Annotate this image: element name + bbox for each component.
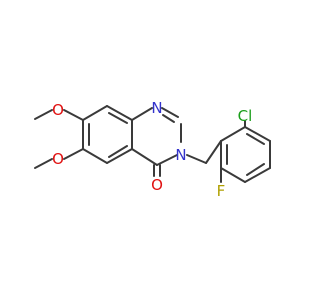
bond	[246, 163, 265, 176]
bond	[220, 167, 246, 183]
bond	[82, 105, 108, 121]
bond	[63, 109, 84, 121]
bond	[156, 154, 178, 166]
bond-layer	[34, 105, 271, 183]
bond	[246, 133, 265, 145]
structure-diagram: N N O O O Cl F	[34, 99, 271, 200]
atom-chlorine: Cl	[238, 107, 253, 125]
atom-o-methoxy-6: O	[52, 150, 64, 168]
atom-o-carbonyl: O	[151, 176, 163, 194]
bond	[131, 107, 153, 121]
bond	[108, 145, 128, 158]
bond	[82, 148, 108, 164]
bond	[63, 148, 84, 160]
bond	[244, 126, 271, 142]
bond	[244, 167, 271, 183]
bond	[131, 148, 158, 166]
atom-fluorine: F	[217, 182, 226, 200]
atom-label-layer: N N O O O Cl F	[52, 99, 252, 200]
atom-n3: N	[175, 146, 186, 164]
atom-o-methoxy-7: O	[52, 101, 64, 119]
bond	[220, 126, 246, 142]
bond	[106, 105, 133, 121]
atom-n1: N	[151, 99, 162, 117]
bond	[108, 112, 128, 124]
bond	[106, 148, 133, 164]
bond	[186, 154, 207, 164]
bond	[161, 107, 179, 118]
bond	[34, 158, 53, 169]
bond	[34, 109, 53, 120]
bond	[205, 140, 222, 164]
bond	[162, 114, 175, 123]
